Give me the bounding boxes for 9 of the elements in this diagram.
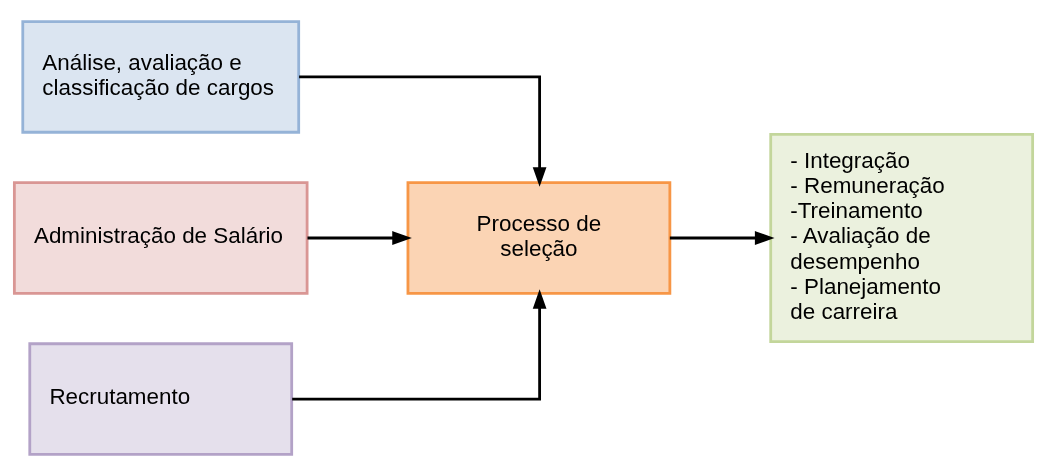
arrow bbox=[292, 289, 547, 401]
arrow bbox=[299, 75, 547, 187]
node-box: - Integração - Remuneração -Treinamento - Avaliação de desempenho - Planejamento de carreira bbox=[769, 132, 1035, 344]
arrow bbox=[669, 231, 775, 245]
node-box: Administração de Salário bbox=[12, 181, 309, 295]
node-box: Análise, avaliação e classificação de cargos bbox=[21, 20, 301, 134]
node-box: Processo de seleção bbox=[406, 181, 672, 295]
arrow bbox=[307, 231, 412, 245]
node-box: Recrutamento bbox=[28, 342, 294, 456]
